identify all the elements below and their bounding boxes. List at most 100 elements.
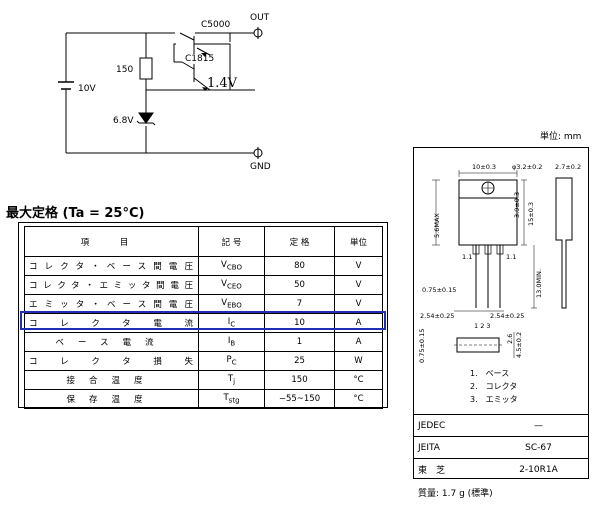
standard-name: 東 芝 [414, 458, 489, 480]
ratings-header-row: 項 目 記 号 定 格 単位 [24, 226, 383, 257]
symbol-subscript: C [230, 320, 236, 329]
rating-item: コレクタ・ベース間電圧 [24, 256, 199, 276]
pin-2-label: 2. コレクタ [470, 382, 517, 391]
symbol-subscript: j [233, 377, 236, 386]
c5000-collector-wire [195, 32, 231, 42]
rating-value: 150 [264, 370, 335, 390]
dim-bottom-width: 0.75±0.15 [418, 329, 426, 363]
rating-unit: W [334, 351, 383, 371]
rating-item: エミッタ・ベース間電圧 [24, 294, 199, 314]
rating-value: −55~150 [264, 389, 335, 409]
rating-symbol: VCEO [198, 275, 265, 295]
unit-label: 単位: mm [540, 132, 582, 142]
standard-row: JEITA SC-67 [414, 436, 588, 459]
symbol-subscript: C [231, 358, 237, 367]
rating-unit: A [334, 332, 383, 352]
rating-item: ベース電流 [24, 332, 199, 352]
pin-1-label: 1. ベース [470, 369, 509, 378]
dim-d1: 3.9±0.3 [513, 192, 521, 218]
dim-height: 15±0.3 [527, 202, 535, 226]
standard-value: — [488, 414, 588, 437]
rating-unit: V [334, 275, 383, 295]
header-unit: 単位 [334, 226, 383, 257]
rating-symbol: IC [198, 313, 265, 333]
symbol-subscript: CEO [227, 282, 242, 291]
dim-width: 10±0.3 [472, 163, 496, 171]
rating-value: 25 [264, 351, 335, 371]
standard-name: JEDEC [414, 414, 489, 437]
dim-pitch-right: 1.1 [506, 253, 516, 261]
header-item: 項 目 [24, 226, 199, 257]
pin-3-label: 3. エミッタ [470, 395, 518, 404]
battery-label: 10V [78, 84, 96, 94]
dim-thickness: 2.7±0.2 [555, 163, 581, 171]
pin-numbers: 1 2 3 [474, 322, 491, 330]
dim-max: 5.6MAX [433, 213, 441, 238]
symbol-main: V [221, 279, 227, 290]
circuit-diagram: C5000 C1815 OUT GND 150 10V 6.8V 1.4V [58, 13, 271, 172]
rating-item: コレクタ・エミッタ間電圧 [24, 275, 199, 295]
c5000-icon [179, 32, 231, 90]
rating-unit: V [334, 256, 383, 276]
header-rating: 定 格 [264, 226, 335, 257]
symbol-subscript: stg [228, 396, 240, 405]
rating-symbol: Tstg [198, 389, 265, 409]
standard-row: JEDEC — [414, 414, 588, 437]
symbol-subscript: CBO [226, 263, 242, 272]
battery-icon [58, 81, 74, 90]
rating-unit: V [334, 294, 383, 314]
symbol-subscript: B [230, 339, 236, 348]
header-symbol: 記 号 [198, 226, 265, 257]
standards-table: JEDEC — JEITA SC-67 東 芝 2-10R1A [414, 414, 588, 480]
symbol-main: V [221, 260, 227, 271]
rating-value: 1 [264, 332, 335, 352]
package-drawing: 10±0.3 φ3.2±0.2 2.7±0.2 5.6MAX 3.9±0.3 1… [418, 163, 581, 404]
symbol-main: I [227, 317, 231, 328]
rating-symbol: IB [198, 332, 265, 352]
symbol-subscript: EBO [227, 301, 242, 310]
rating-item: 保存温度 [24, 389, 199, 409]
standard-value: SC-67 [488, 436, 588, 459]
rating-value: 50 [264, 275, 335, 295]
dim-s2: 4.5±0.2 [515, 332, 523, 358]
dim-lead-width: 0.75±0.15 [422, 286, 456, 294]
symbol-main: P [226, 355, 232, 366]
symbol-main: I [227, 336, 231, 347]
symbol-main: T [223, 393, 229, 404]
voltage-label: 1.4V [207, 76, 238, 91]
rating-item: コレクタ損失 [24, 351, 199, 371]
dim-p2: 2.54±0.25 [490, 312, 524, 320]
bottom-view-icon [456, 337, 500, 353]
side-view-icon [555, 177, 573, 309]
rating-value: 7 [264, 294, 335, 314]
symbol-main: V [221, 298, 228, 309]
ratings-title: 最大定格 (Ta = 25°C) [6, 206, 145, 221]
resistor-icon [139, 57, 153, 80]
out-label: OUT [250, 13, 270, 23]
gnd-label: GND [250, 162, 271, 172]
standard-name: JEITA [414, 436, 489, 459]
dim-p1: 2.54±0.25 [420, 312, 454, 320]
dim-lead: 13.0MIN. [535, 269, 543, 298]
rating-unit: °C [334, 389, 383, 409]
zener-icon [136, 112, 156, 126]
rating-unit: °C [334, 370, 383, 390]
rating-symbol: Tj [198, 370, 265, 390]
dim-hole: φ3.2±0.2 [512, 163, 542, 171]
rating-item: コレクタ電流 [24, 313, 199, 333]
package-frame: 10±0.3 φ3.2±0.2 2.7±0.2 5.6MAX 3.9±0.3 1… [413, 147, 589, 480]
rating-value: 80 [264, 256, 335, 276]
c1815-label: C1815 [185, 54, 214, 64]
rating-symbol: VCBO [198, 256, 265, 276]
standard-value: 2-10R1A [488, 458, 588, 480]
mass-label: 質量: 1.7 g (標準) [418, 489, 493, 499]
